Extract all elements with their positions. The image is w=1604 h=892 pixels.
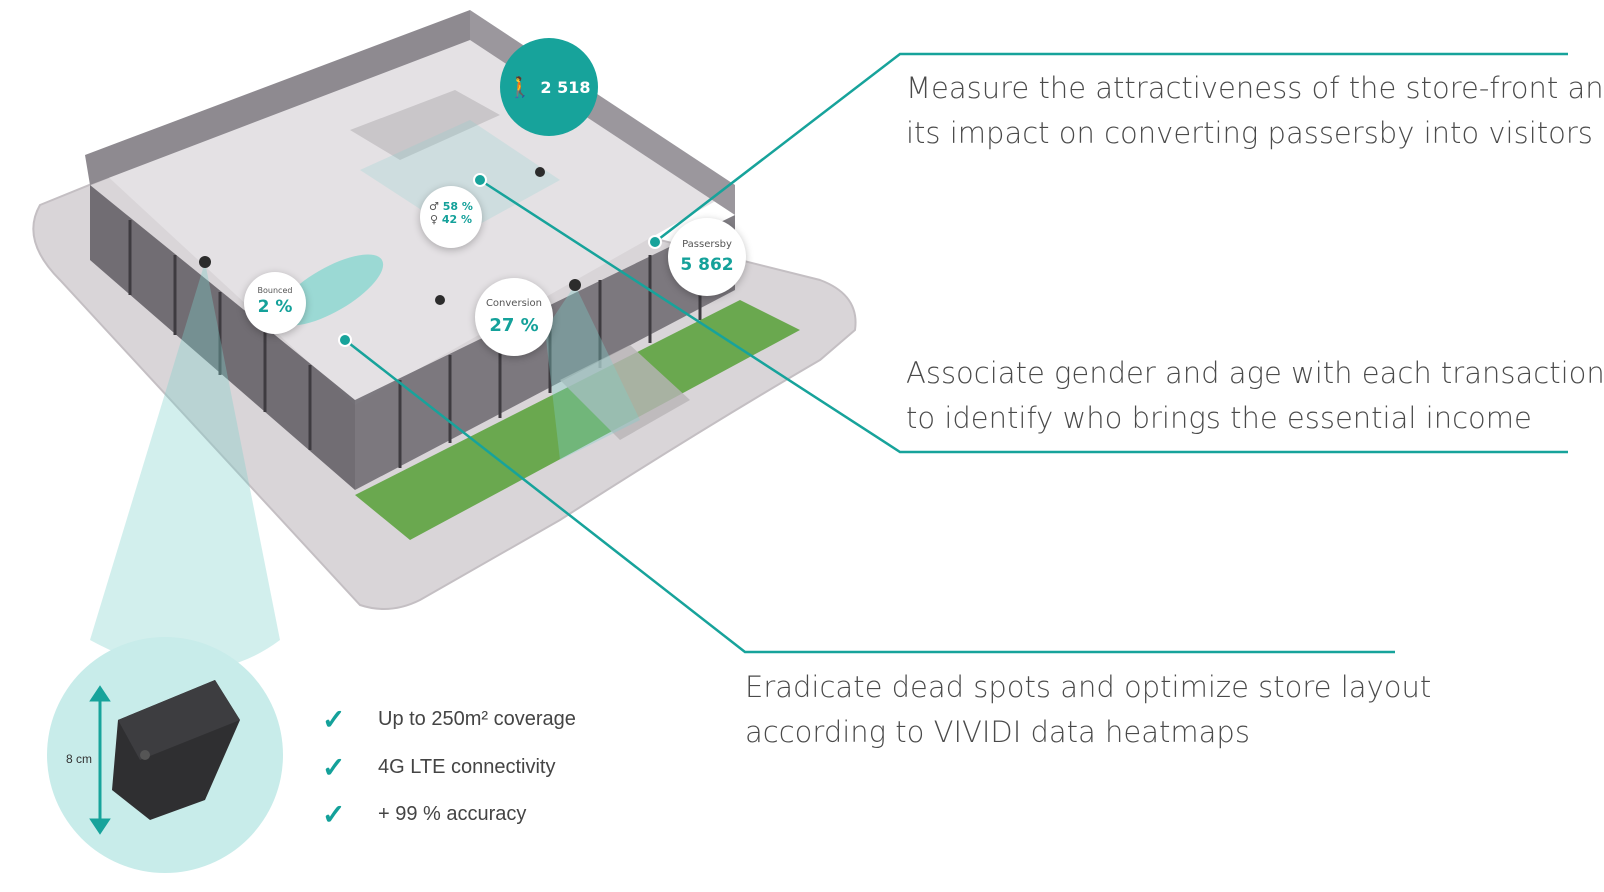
back-wall-left <box>85 10 470 185</box>
feature-line: Eradicate dead spots and optimize store … <box>745 670 1432 704</box>
check-icon: ✓ <box>322 799 346 830</box>
gender-badge: ♂ 58 % ♀ 42 % <box>420 186 482 248</box>
callout-lines <box>344 52 1568 654</box>
camera-cone-front <box>545 285 640 460</box>
camera-icon <box>435 295 445 305</box>
passersby-badge: Passersby 5 862 <box>668 218 746 296</box>
feature-gender-age: Associate gender and age with each trans… <box>906 351 1604 441</box>
camera-cone-floor <box>360 120 560 235</box>
bounced-value: 2 % <box>257 297 293 317</box>
feature-line: according to VIVIDI data heatmaps <box>745 715 1250 749</box>
conversion-badge: Conversion 27 % <box>475 278 553 356</box>
feature-line: its impact on converting passersby into … <box>906 116 1593 150</box>
window-frames <box>128 220 702 468</box>
passersby-label: Passersby <box>682 239 732 250</box>
check-icon: ✓ <box>322 704 346 735</box>
bounced-badge: Bounced 2 % <box>244 272 306 334</box>
bounced-label: Bounced <box>257 286 293 295</box>
feature-heatmaps: Eradicate dead spots and optimize store … <box>745 665 1431 755</box>
female-icon: ♀ <box>429 213 439 226</box>
male-icon: ♂ <box>429 200 439 213</box>
visitors-badge: 🚶 2 518 <box>500 38 598 136</box>
walking-person-icon: 🚶 <box>507 75 533 99</box>
camera-icon <box>569 279 581 291</box>
male-row: ♂ 58 % <box>420 200 482 213</box>
device-height-label: 8 cm <box>66 752 93 766</box>
cash-counter <box>350 90 500 160</box>
feature-line: Associate gender and age with each trans… <box>906 356 1604 390</box>
visitors-count: 2 518 <box>540 77 591 97</box>
spec-text: + 99 % accuracy <box>378 803 527 825</box>
check-icon: ✓ <box>322 752 346 783</box>
feature-line: to identify who brings the essential inc… <box>906 401 1532 435</box>
camera-icon <box>199 256 211 268</box>
male-pct: 58 % <box>442 200 473 213</box>
double-arrow-icon <box>89 685 111 835</box>
spec-text: Up to 250m² coverage <box>378 708 576 730</box>
feature-line: Measure the attractiveness of the store-… <box>906 71 1604 105</box>
passersby-value: 5 862 <box>680 255 734 275</box>
spec-coverage: ✓ Up to 250m² coverage <box>322 703 576 736</box>
camera-icon <box>535 167 545 177</box>
female-row: ♀ 42 % <box>420 213 482 226</box>
feature-storefront: Measure the attractiveness of the store-… <box>906 66 1604 156</box>
conversion-label: Conversion <box>485 298 543 309</box>
spec-text: 4G LTE connectivity <box>378 756 556 778</box>
spec-accuracy: ✓ + 99 % accuracy <box>322 798 526 831</box>
camera-cone <box>90 262 280 670</box>
grass-strip <box>355 300 800 540</box>
spec-connectivity: ✓ 4G LTE connectivity <box>322 751 555 784</box>
sensor-device-top <box>118 680 240 760</box>
female-pct: 42 % <box>441 213 473 226</box>
callout-dots <box>338 173 662 347</box>
device-lens <box>140 750 150 760</box>
front-wall-left <box>90 185 355 490</box>
conversion-value: 27 % <box>489 315 539 336</box>
walkway <box>560 345 690 440</box>
